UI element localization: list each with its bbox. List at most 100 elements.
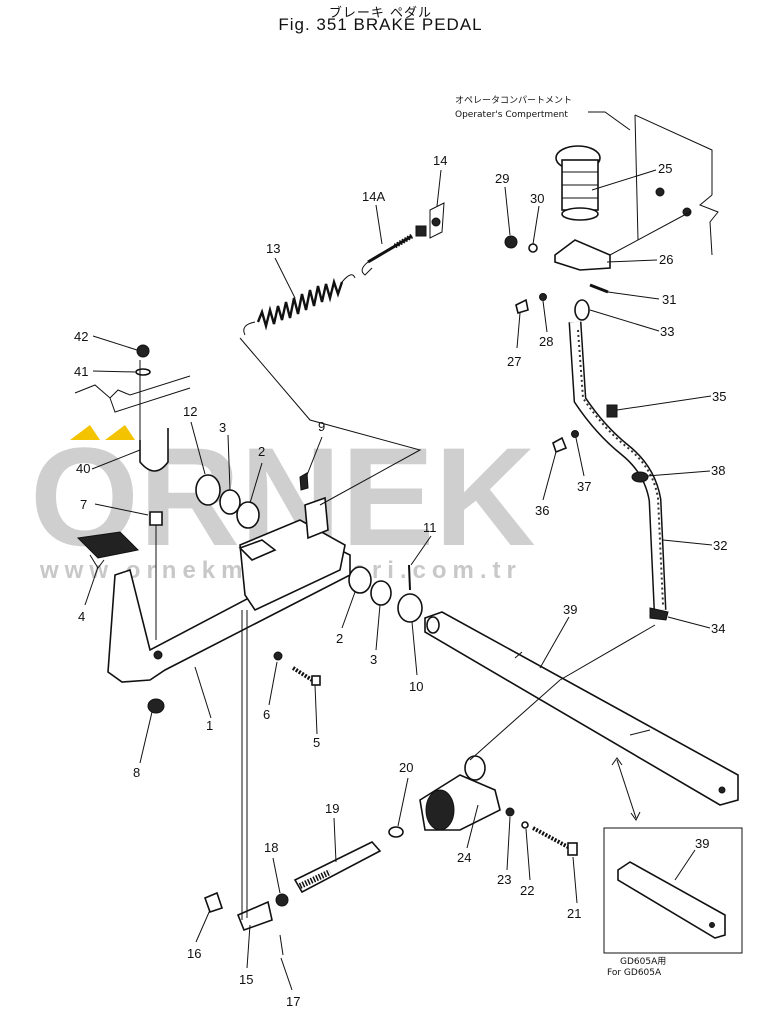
leader-19 bbox=[333, 817, 337, 863]
callout-31: 31 bbox=[662, 292, 676, 307]
leader-24 bbox=[466, 804, 479, 849]
rod-19 bbox=[293, 841, 382, 894]
clevis-15 bbox=[236, 900, 273, 932]
callout-42: 42 bbox=[74, 329, 88, 344]
shaft-39 bbox=[424, 611, 739, 806]
connection-lines bbox=[139, 337, 656, 920]
floor-plate bbox=[74, 375, 191, 399]
hose-inner bbox=[570, 321, 665, 611]
leader-18 bbox=[272, 857, 281, 894]
leader-16 bbox=[195, 909, 211, 943]
leader-34 bbox=[667, 616, 711, 629]
pedal-pad bbox=[76, 531, 140, 559]
link-lever-to-hose bbox=[469, 624, 656, 761]
leader-31 bbox=[607, 291, 660, 300]
fitting-34 bbox=[649, 607, 669, 621]
callout-20: 20 bbox=[399, 760, 413, 775]
rod-thread bbox=[393, 233, 414, 249]
callout-41: 41 bbox=[74, 364, 88, 379]
callout-24: 24 bbox=[457, 850, 471, 865]
washer-37 bbox=[571, 430, 579, 438]
pedal-arm-hole bbox=[153, 650, 163, 660]
valve-ribs bbox=[562, 171, 598, 199]
callout-4: 4 bbox=[78, 609, 85, 624]
leader-12 bbox=[190, 421, 206, 475]
u-bolt-40 bbox=[139, 428, 169, 472]
cotter-17 bbox=[279, 934, 284, 956]
leader-1 bbox=[194, 666, 212, 719]
leader-8 bbox=[139, 711, 153, 764]
callout-16: 16 bbox=[187, 946, 201, 961]
inset-leader bbox=[674, 849, 696, 881]
leader-39 bbox=[539, 616, 570, 669]
leader-42 bbox=[92, 335, 138, 351]
bushing-2-lower bbox=[348, 566, 372, 594]
rod-19-thread bbox=[298, 869, 332, 889]
rod-14a bbox=[361, 233, 414, 276]
leader-29 bbox=[504, 186, 511, 236]
callout-36: 36 bbox=[535, 503, 549, 518]
nut-6 bbox=[273, 651, 283, 661]
shaft-grooves bbox=[514, 651, 651, 736]
clamp-35 bbox=[606, 404, 618, 418]
callout-14: 14 bbox=[433, 153, 447, 168]
watermark-accent bbox=[70, 425, 100, 440]
callout-5: 5 bbox=[313, 735, 320, 750]
pedal-hub-boss bbox=[238, 539, 277, 561]
bracket-14 bbox=[429, 202, 445, 239]
inset-box: 39 GD605A用 For GD605A bbox=[603, 827, 743, 978]
nut-18 bbox=[275, 893, 289, 907]
callout-leaders bbox=[84, 169, 713, 991]
callout-35: 35 bbox=[712, 389, 726, 404]
nut-14-a bbox=[415, 225, 427, 237]
callout-23: 23 bbox=[497, 872, 511, 887]
watermark-accent-2 bbox=[105, 425, 135, 440]
leader-14a bbox=[375, 204, 383, 245]
leader-36 bbox=[542, 451, 557, 501]
leader-9 bbox=[306, 436, 323, 476]
leader-23 bbox=[506, 816, 511, 871]
callout-12: 12 bbox=[183, 404, 197, 419]
inset-shaft-hole bbox=[709, 922, 715, 928]
leader-5 bbox=[314, 684, 318, 735]
nut-14-b bbox=[431, 217, 441, 227]
bolt-31 bbox=[589, 283, 609, 294]
hose-32 bbox=[568, 321, 669, 621]
compartment-break bbox=[699, 194, 719, 256]
callout-labels: 1 2 2 3 3 4 5 6 7 8 9 10 11 12 13 14 14A… bbox=[74, 153, 727, 1009]
valve-hardware bbox=[504, 235, 609, 321]
callout-11: 11 bbox=[423, 520, 437, 535]
bushing-10 bbox=[397, 593, 423, 623]
callout-13: 13 bbox=[266, 241, 280, 256]
leader-41 bbox=[92, 370, 136, 373]
leader-27 bbox=[516, 312, 521, 349]
bolt-21 bbox=[532, 826, 571, 850]
callout-21: 21 bbox=[567, 906, 581, 921]
callout-6: 6 bbox=[263, 707, 270, 722]
lever-24-hub bbox=[464, 755, 486, 781]
callout-19: 19 bbox=[325, 801, 339, 816]
compartment-leader bbox=[588, 111, 631, 131]
link-13-to-lever bbox=[239, 337, 422, 506]
callout-26: 26 bbox=[659, 252, 673, 267]
stopper-8 bbox=[147, 698, 165, 714]
leader-4 bbox=[84, 566, 99, 606]
callout-10: 10 bbox=[409, 679, 423, 694]
callout-1: 1 bbox=[206, 718, 213, 733]
spring-coils bbox=[256, 277, 344, 331]
leader-15 bbox=[246, 924, 251, 969]
leader-38 bbox=[646, 470, 711, 477]
washer-22 bbox=[521, 821, 529, 829]
shaft-body bbox=[424, 611, 739, 806]
bushings-lower bbox=[348, 566, 423, 623]
leader-30 bbox=[532, 205, 540, 245]
bolt-21-head bbox=[567, 842, 578, 856]
callout-22: 22 bbox=[520, 883, 534, 898]
hose-outline bbox=[568, 321, 667, 611]
washer-23 bbox=[505, 807, 515, 817]
leader-3-lower bbox=[375, 604, 381, 651]
callout-29: 29 bbox=[495, 171, 509, 186]
compartment-edge bbox=[634, 114, 639, 241]
nut-14 bbox=[415, 202, 445, 239]
callout-28: 28 bbox=[539, 334, 553, 349]
